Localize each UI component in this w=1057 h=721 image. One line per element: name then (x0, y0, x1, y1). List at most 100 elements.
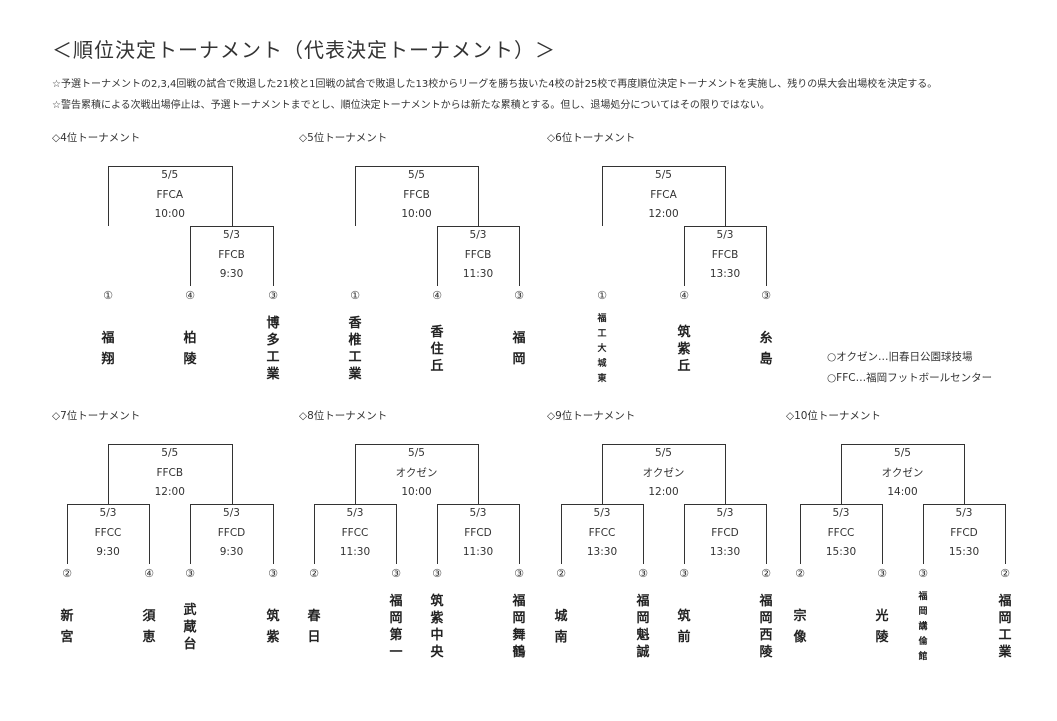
team-name-char: 業 (998, 645, 1012, 660)
match-date: 5/5 (408, 447, 425, 459)
team-name: 筑前 (664, 606, 704, 648)
team-name-char: 福 (597, 313, 607, 324)
seed-number: ③ (514, 567, 524, 580)
tournament-label: ◇5位トーナメント (299, 132, 388, 144)
match-time: 11:30 (462, 546, 494, 558)
team-name: 武蔵台 (170, 602, 210, 653)
team-name-char: 紫 (430, 611, 444, 626)
team-name-char: 陵 (759, 645, 773, 660)
match-time: 15:30 (825, 546, 857, 558)
semifinal-bracket (800, 504, 883, 564)
seed-number: ③ (638, 567, 648, 580)
team-name-char: 央 (430, 645, 444, 660)
seed-number: ③ (268, 289, 278, 302)
team-name-char: 丘 (677, 358, 691, 374)
final-bracket (355, 166, 479, 226)
team-name-char: 岡 (998, 611, 1012, 626)
seed-number: ① (350, 289, 360, 302)
team-name: 新宮 (47, 606, 87, 648)
team-name-char: 工 (998, 628, 1012, 643)
team-name: 筑紫中央 (417, 593, 457, 661)
team-name-char: 紫 (266, 630, 280, 645)
team-name-char: 丘 (430, 358, 444, 374)
team-name: 須恵 (129, 606, 169, 648)
tournament-label: ◇7位トーナメント (52, 410, 141, 422)
team-name-char: 福 (998, 594, 1012, 609)
match-time: 12:00 (648, 208, 679, 220)
team-name-char: 南 (554, 630, 568, 645)
team-name-char: 蔵 (183, 619, 197, 635)
match-date: 5/3 (223, 229, 240, 241)
semifinal-bracket (437, 504, 520, 564)
match-date: 5/3 (716, 507, 734, 519)
match-time: 9:30 (96, 546, 120, 558)
tournament-label: ◇8位トーナメント (299, 410, 388, 422)
team-name-char: 恵 (142, 630, 156, 645)
team-name-char: 住 (430, 341, 444, 357)
note-tournament-overview: ☆予選トーナメントの2,3,4回戦の試合で敗退した21校と1回戦の試合で敗退した… (52, 79, 938, 90)
semifinal-bracket (684, 226, 767, 286)
team-name-char: 須 (142, 609, 156, 624)
team-name-char: 福 (512, 594, 526, 609)
semifinal-bracket (67, 504, 150, 564)
team-name-char: 西 (759, 628, 773, 643)
team-name: 福岡舞鶴 (499, 593, 539, 661)
match-venue: FFCB (464, 248, 492, 261)
team-name: 香住丘 (417, 324, 457, 375)
seed-number: ② (1000, 567, 1010, 580)
match-time: 10:00 (401, 486, 432, 498)
match-date: 5/3 (469, 507, 487, 519)
match-time: 13:30 (586, 546, 618, 558)
team-name-char: 春 (307, 609, 321, 624)
match-time: 11:30 (462, 268, 494, 280)
match-time: 12:00 (154, 486, 185, 498)
team-name-char: 筑 (266, 609, 280, 624)
final-bracket (602, 166, 726, 226)
team-name-char: 工 (348, 350, 362, 365)
legend-okuzen: ○オクゼン…旧春日公園球技場 (827, 351, 973, 363)
team-name: 香椎工業 (335, 315, 375, 383)
team-name-char: 魁 (636, 628, 650, 643)
semifinal-bracket (684, 504, 767, 564)
seed-number: ③ (877, 567, 887, 580)
match-time: 13:30 (709, 268, 741, 280)
match-venue: FFCA (650, 188, 677, 201)
match-date: 5/3 (223, 507, 240, 519)
team-name: 福岡 (499, 328, 539, 370)
match-date: 5/3 (593, 507, 611, 519)
seed-number: ④ (185, 289, 195, 302)
match-date: 5/3 (716, 229, 734, 241)
team-name-char: 香 (430, 324, 444, 340)
team-name-char: 業 (348, 367, 362, 382)
seed-number: ④ (432, 289, 442, 302)
team-name-char: 武 (183, 602, 197, 618)
match-venue: FFCC (94, 526, 122, 539)
note-card-accumulation: ☆警告累積による次戦出場停止は、予選トーナメントまでとし、順位決定トーナメントか… (52, 100, 770, 111)
team-name-char: 福 (389, 594, 403, 609)
seed-number: ② (795, 567, 805, 580)
team-name: 福岡魁誠 (623, 593, 663, 661)
final-bracket (602, 444, 726, 504)
match-venue: オクゼン (881, 466, 924, 479)
team-name-char: 岡 (918, 606, 928, 617)
match-date: 5/3 (346, 507, 364, 519)
match-date: 5/3 (469, 229, 487, 241)
team-name-char: 筑 (677, 324, 691, 340)
team-name-char: 宮 (60, 630, 74, 645)
team-name-char: 博 (266, 316, 280, 331)
team-name-char: 中 (430, 628, 444, 643)
team-name-char: 岡 (389, 611, 403, 626)
semifinal-bracket (314, 504, 397, 564)
page-title: ＜順位決定トーナメント（代表決定トーナメント）＞ (52, 38, 556, 62)
match-date: 5/3 (99, 507, 117, 519)
match-time: 12:00 (648, 486, 679, 498)
tournament-label: ◇6位トーナメント (547, 132, 636, 144)
team-name-char: 福 (512, 331, 526, 346)
seed-number: ③ (185, 567, 195, 580)
